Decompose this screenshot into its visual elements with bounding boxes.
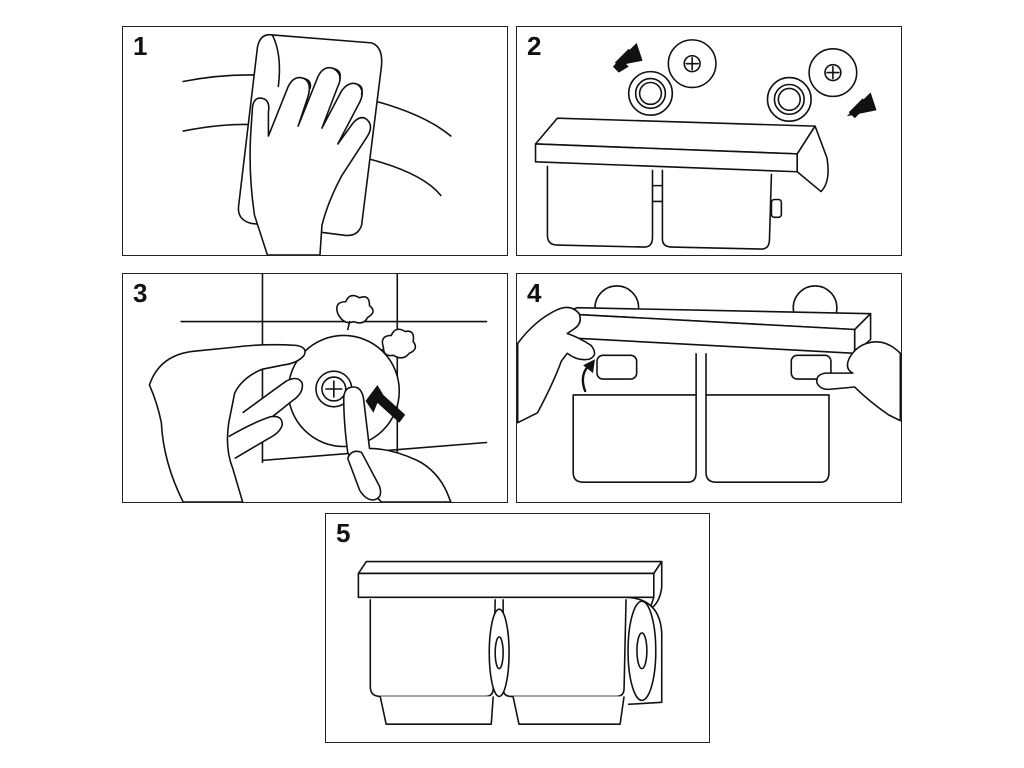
step-1-number: 1 bbox=[133, 31, 147, 62]
step-2-number: 2 bbox=[527, 31, 541, 62]
step-1-panel: 1 bbox=[122, 26, 508, 256]
step-2-panel: 2 bbox=[516, 26, 902, 256]
step-4-panel: 4 bbox=[516, 273, 902, 503]
step-4-number: 4 bbox=[527, 278, 541, 309]
step-3-panel: 3 bbox=[122, 273, 508, 503]
wipe-wall-with-cloth-icon bbox=[123, 27, 507, 255]
attach-mounting-plates-icon bbox=[517, 27, 901, 255]
press-plate-to-wall-icon bbox=[123, 274, 507, 502]
installed-double-roll-holder-icon bbox=[326, 514, 709, 742]
hang-holder-on-plates-icon bbox=[517, 274, 901, 502]
step-3-number: 3 bbox=[133, 278, 147, 309]
step-5-panel: 5 bbox=[325, 513, 710, 743]
step-5-number: 5 bbox=[336, 518, 350, 549]
